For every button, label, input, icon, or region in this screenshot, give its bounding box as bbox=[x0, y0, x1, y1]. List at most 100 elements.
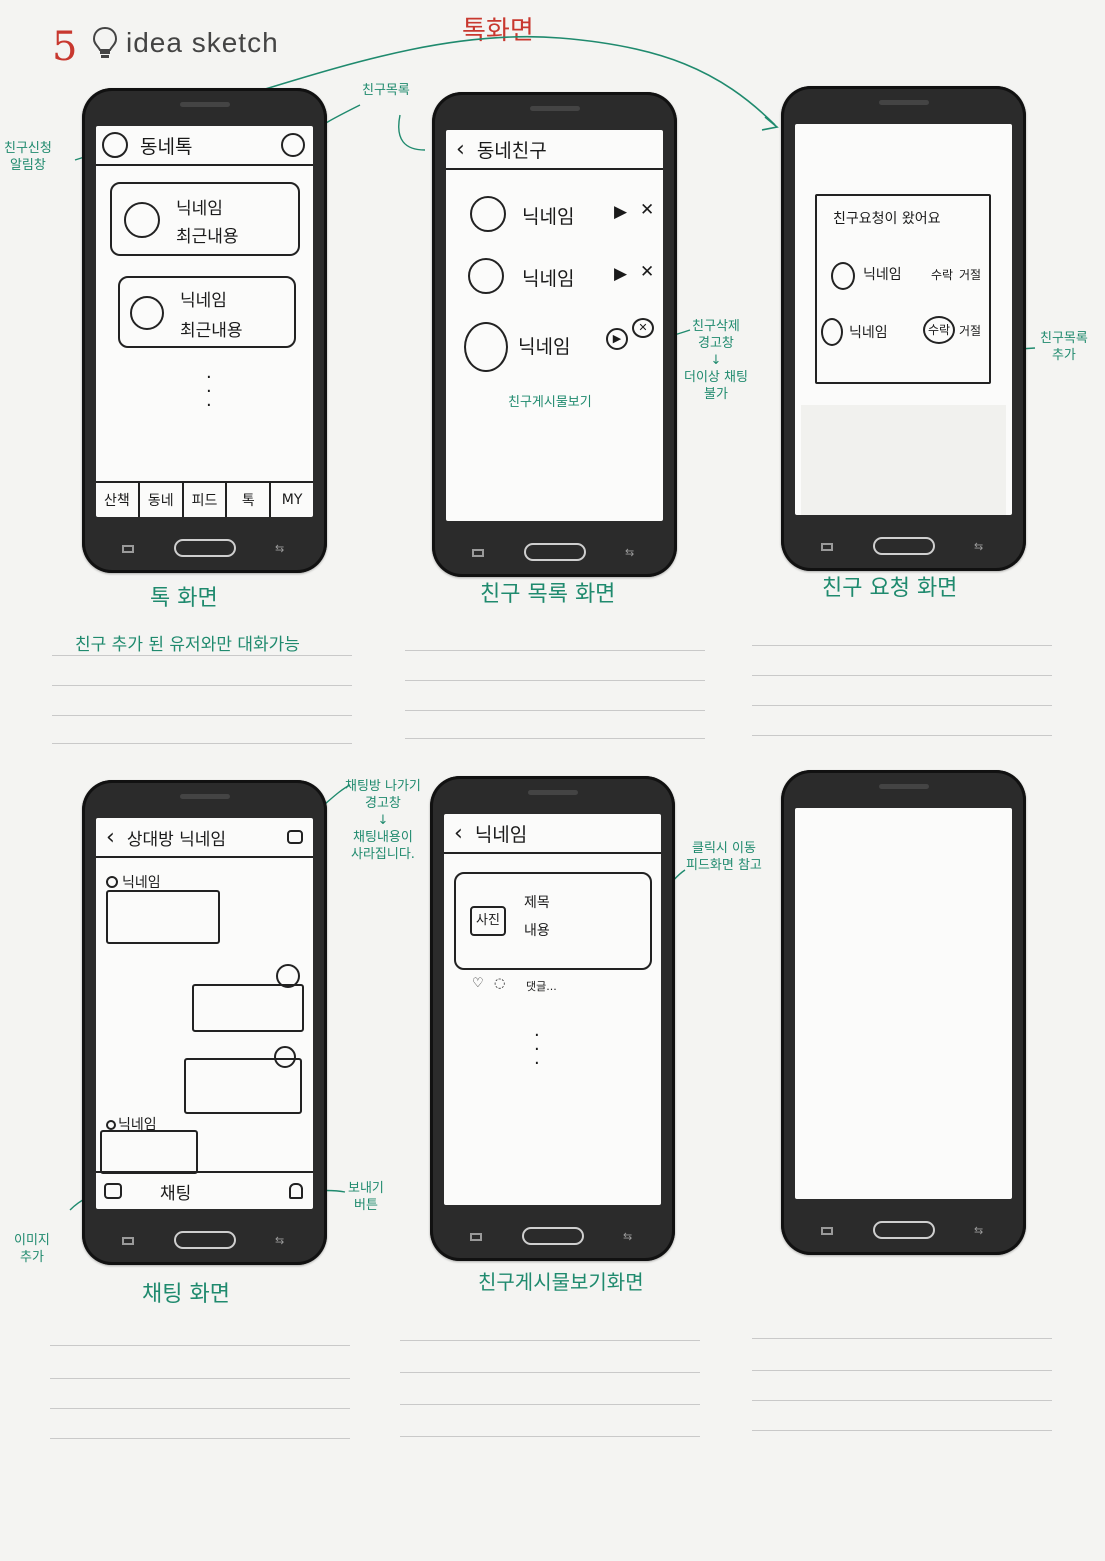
tab-neighborhood[interactable]: 동네 bbox=[140, 483, 184, 517]
friend-row: 닉네임 ▶ ✕ bbox=[446, 252, 663, 298]
nickname: 닉네임 bbox=[518, 336, 571, 358]
screen-chat: ‹ 상대방 닉네임 닉네임 닉네임 채팅 bbox=[96, 818, 313, 1209]
back-arrow-icon[interactable]: ‹ bbox=[456, 136, 465, 162]
back-key-icon: ⇆ bbox=[275, 542, 285, 555]
chat-input[interactable]: 채팅 bbox=[160, 1183, 192, 1204]
post-card[interactable]: 사진 제목 내용 bbox=[454, 872, 652, 970]
view-posts-icon[interactable]: ▶ bbox=[606, 328, 628, 350]
friend-row: 닉네임 ▶ ✕ bbox=[446, 190, 663, 236]
delete-friend-icon[interactable]: ✕ bbox=[632, 318, 654, 338]
avatar bbox=[464, 322, 508, 372]
friend-request-dialog: 친구요청이 왔어요 닉네임 수락 거절 닉네임 수락 거절 bbox=[815, 194, 991, 384]
phone-chat: ‹ 상대방 닉네임 닉네임 닉네임 채팅 ⇆ bbox=[82, 780, 327, 1265]
phone-friend-request: 친구요청이 왔어요 닉네임 수락 거절 닉네임 수락 거절 · ⇆ bbox=[781, 86, 1026, 571]
nickname: 닉네임 bbox=[522, 206, 575, 228]
friend-row: 닉네임 ▶ ✕ bbox=[446, 318, 663, 376]
talk-header: 동네톡 bbox=[96, 126, 313, 166]
recent-message: 최근내용 bbox=[180, 321, 243, 341]
message-bubble-right bbox=[192, 984, 304, 1032]
chat-list-item[interactable]: 닉네임 최근내용 bbox=[118, 276, 296, 348]
accept-button[interactable]: 수락 bbox=[923, 316, 955, 344]
posts-header: ‹ 닉네임 bbox=[444, 814, 661, 854]
home-button bbox=[173, 1231, 236, 1249]
note-view-posts: 친구게시물보기 bbox=[508, 395, 592, 410]
recent-message: 최근내용 bbox=[176, 227, 239, 247]
caption-talk: 톡 화면 bbox=[150, 586, 218, 611]
friend-list-icon[interactable] bbox=[281, 133, 305, 157]
tab-my[interactable]: MY bbox=[281, 492, 303, 508]
nickname: 닉네임 bbox=[176, 199, 223, 219]
friend-request-bell-icon[interactable] bbox=[102, 132, 128, 158]
delete-friend-icon[interactable]: ✕ bbox=[640, 262, 655, 282]
message-bubble-right bbox=[184, 1058, 302, 1114]
home-button bbox=[521, 1227, 584, 1245]
caption-friend-request: 친구 요청 화면 bbox=[822, 576, 958, 601]
caption-chat: 채팅 화면 bbox=[142, 1282, 230, 1307]
avatar bbox=[470, 196, 506, 232]
speaker bbox=[878, 784, 929, 789]
menu-key bbox=[472, 549, 484, 557]
screen-friend-list: ‹ 동네친구 닉네임 ▶ ✕ 닉네임 ▶ ✕ 닉네임 ▶ ✕ bbox=[446, 130, 663, 521]
avatar bbox=[276, 964, 300, 988]
message-bubble-left bbox=[106, 890, 220, 944]
screen-friend-request: 친구요청이 왔어요 닉네임 수락 거절 닉네임 수락 거절 · bbox=[795, 124, 1012, 515]
message-bubble-left bbox=[100, 1130, 198, 1174]
exit-chat-icon[interactable] bbox=[287, 830, 303, 844]
page-title: 닉네임 bbox=[474, 823, 528, 846]
add-image-icon[interactable] bbox=[104, 1183, 122, 1199]
reject-button[interactable]: 거절 bbox=[959, 268, 982, 282]
tape-mark bbox=[801, 405, 1006, 515]
back-key-icon: ⇆ bbox=[275, 1234, 285, 1247]
page-title: 동네톡 bbox=[140, 135, 193, 158]
nickname: 닉네임 bbox=[180, 291, 227, 311]
post-body: 내용 bbox=[524, 923, 550, 939]
home-button bbox=[173, 539, 236, 557]
lightbulb-icon bbox=[92, 26, 118, 58]
page-number: 5 bbox=[52, 24, 78, 70]
back-arrow-icon[interactable]: ‹ bbox=[106, 824, 115, 850]
menu-key bbox=[470, 1233, 482, 1241]
home-button bbox=[872, 1221, 935, 1239]
view-posts-icon[interactable]: ▶ bbox=[614, 202, 628, 222]
nickname: 닉네임 bbox=[849, 325, 888, 341]
back-arrow-icon[interactable]: ‹ bbox=[454, 820, 463, 846]
avatar bbox=[124, 202, 160, 238]
chat-list-item[interactable]: 닉네임 최근내용 bbox=[110, 182, 300, 256]
menu-key bbox=[821, 543, 833, 551]
tab-feed[interactable]: 피드 bbox=[184, 483, 228, 517]
home-button bbox=[523, 543, 586, 561]
chat-input-bar: 채팅 bbox=[96, 1171, 313, 1209]
tab-walk[interactable]: 산책 bbox=[96, 483, 140, 517]
brand-text: idea sketch bbox=[126, 27, 279, 58]
phone-blank: ⇆ bbox=[781, 770, 1026, 1255]
more-dots: ··· bbox=[206, 367, 212, 416]
phone-talk: 동네톡 닉네임 최근내용 닉네임 최근내용 ··· 산책 동네 피드 톡 MY … bbox=[82, 88, 327, 573]
tab-talk[interactable]: 톡 bbox=[227, 483, 272, 517]
comment-icon[interactable]: ◌ bbox=[494, 976, 506, 991]
nickname: 닉네임 bbox=[522, 268, 575, 290]
friend-list-header: ‹ 동네친구 bbox=[446, 130, 663, 170]
avatar bbox=[274, 1046, 296, 1068]
reject-button[interactable]: 거절 bbox=[959, 324, 982, 338]
sender-name: 닉네임 bbox=[118, 1117, 157, 1133]
avatar bbox=[130, 296, 164, 330]
accept-button[interactable]: 수락 bbox=[931, 268, 954, 282]
view-posts-icon[interactable]: ▶ bbox=[614, 264, 628, 284]
flow-label: 톡화면 bbox=[462, 16, 534, 46]
delete-friend-icon[interactable]: ✕ bbox=[640, 200, 655, 220]
screen-friend-posts: ‹ 닉네임 사진 제목 내용 ♡ ◌ 댓글... ··· bbox=[444, 814, 661, 1205]
menu-key bbox=[122, 1237, 134, 1245]
avatar bbox=[831, 262, 855, 290]
sender-name: 닉네임 bbox=[122, 875, 161, 891]
caption-friend-list: 친구 목록 화면 bbox=[480, 582, 616, 607]
page-title: 동네친구 bbox=[476, 139, 547, 162]
menu-key bbox=[122, 545, 134, 553]
avatar bbox=[468, 258, 504, 294]
send-icon[interactable] bbox=[289, 1183, 303, 1199]
phone-friend-list: ‹ 동네친구 닉네임 ▶ ✕ 닉네임 ▶ ✕ 닉네임 ▶ ✕ ⇆ bbox=[432, 92, 677, 577]
like-icon[interactable]: ♡ bbox=[472, 976, 484, 991]
